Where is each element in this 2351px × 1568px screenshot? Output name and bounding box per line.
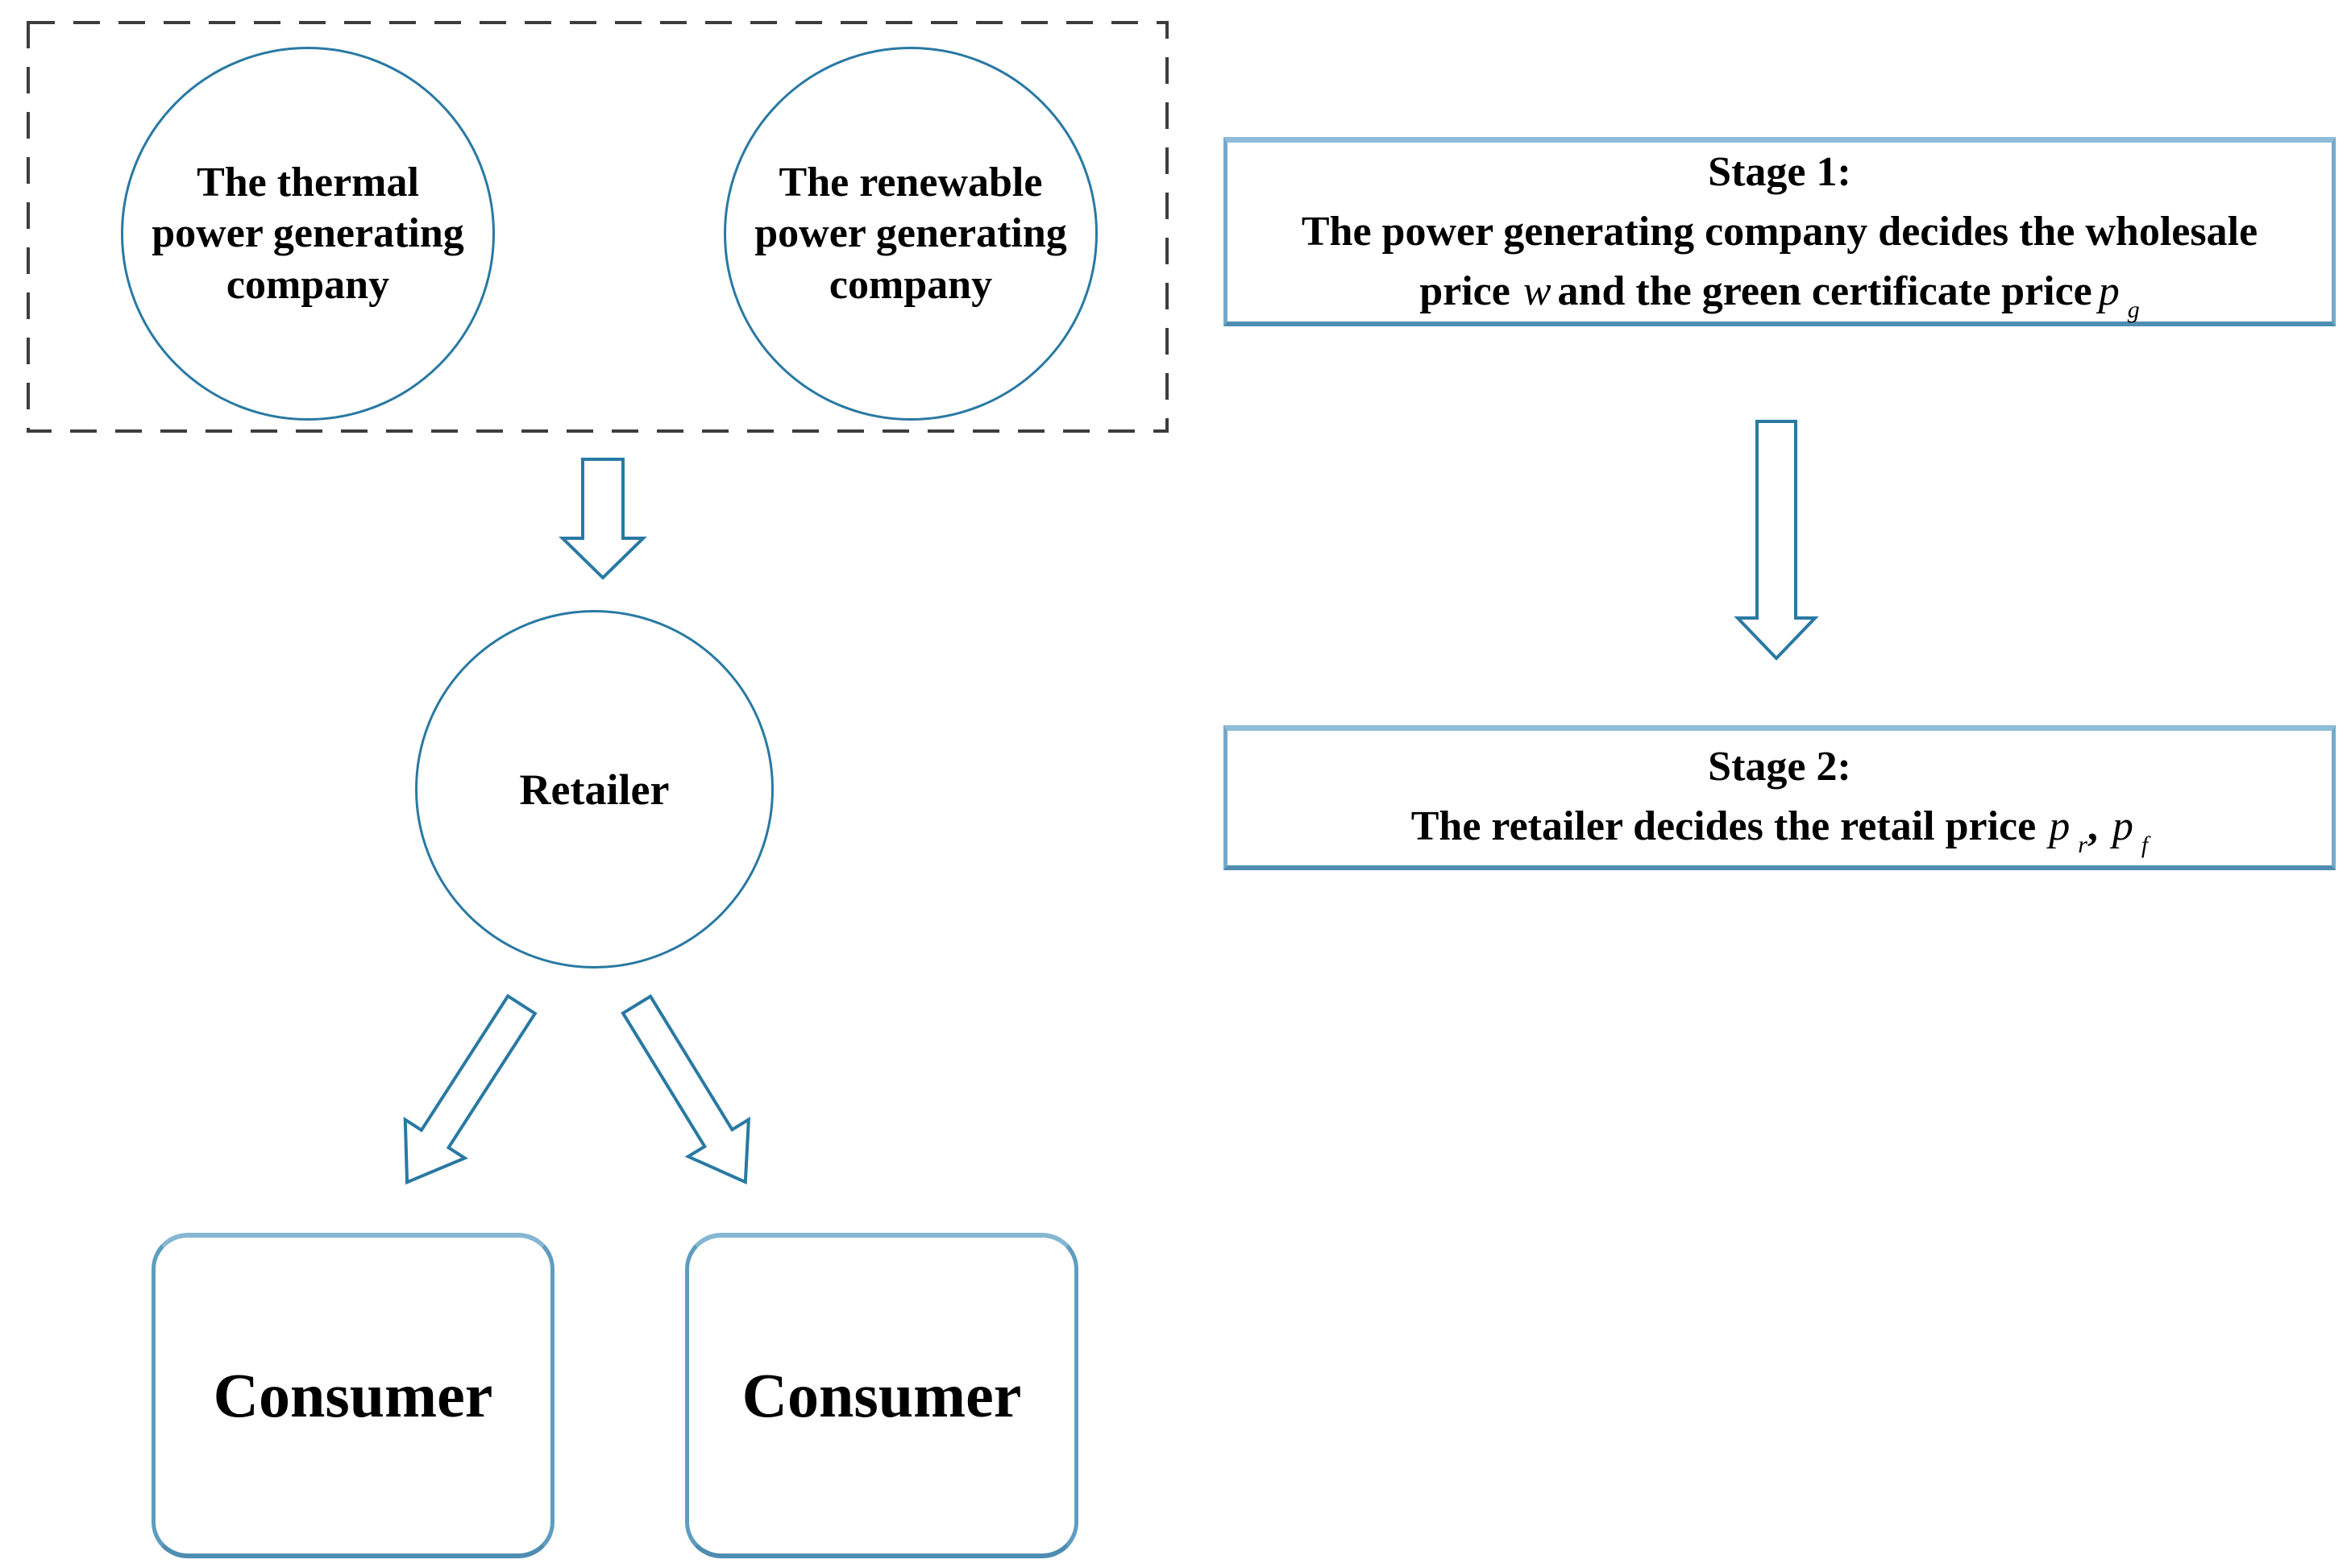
consumer-left-label: Consumer [213,1360,493,1430]
retail-price-subscript-2: f [2141,831,2149,858]
retailer-node: Retailer [415,610,774,969]
renewable-power-company-node: The renewable power generating company [724,47,1098,421]
separator-comma: , [2087,803,2098,849]
down-arrow-generators-to-retailer-icon [559,458,647,580]
wholesale-price-symbol: w [1522,268,1551,314]
retail-price-subscript-1: r [2078,831,2087,858]
stage2-text: Stage 2: The retailer decides the retail… [1227,737,2332,858]
stage1-text: Stage 1: The power generating company de… [1227,143,2332,323]
consumer-right-node: Consumer [685,1233,1078,1558]
retailer-label: Retailer [519,765,670,814]
green-certificate-price-symbol: p [2098,268,2120,314]
consumer-right-label: Consumer [741,1360,1022,1430]
green-certificate-price-subscript: g [2127,296,2140,323]
diagonal-arrow-retailer-to-right-consumer-icon [621,993,751,1184]
retail-price-symbol-2: p [2112,803,2133,849]
down-arrow-stage1-to-stage2-icon [1734,420,1819,661]
consumer-left-node: Consumer [152,1233,555,1558]
renewable-power-company-label: The renewable power generating company [754,159,1067,308]
stage2-box: Stage 2: The retailer decides the retail… [1223,725,2336,870]
generators-group-dashed-frame [27,21,1169,433]
thermal-power-company-node: The thermal power generating company [121,47,495,421]
stage1-line2: The power generating company decides the… [1301,208,2258,255]
stage1-title: Stage 1: [1708,149,1851,195]
stage1-box: Stage 1: The power generating company de… [1223,137,2336,326]
stage2-title: Stage 2: [1708,744,1851,790]
thermal-power-company-label: The thermal power generating company [152,159,464,308]
retail-price-symbol-1: p [2049,803,2071,849]
diagonal-arrow-retailer-to-left-consumer-icon [403,993,538,1185]
